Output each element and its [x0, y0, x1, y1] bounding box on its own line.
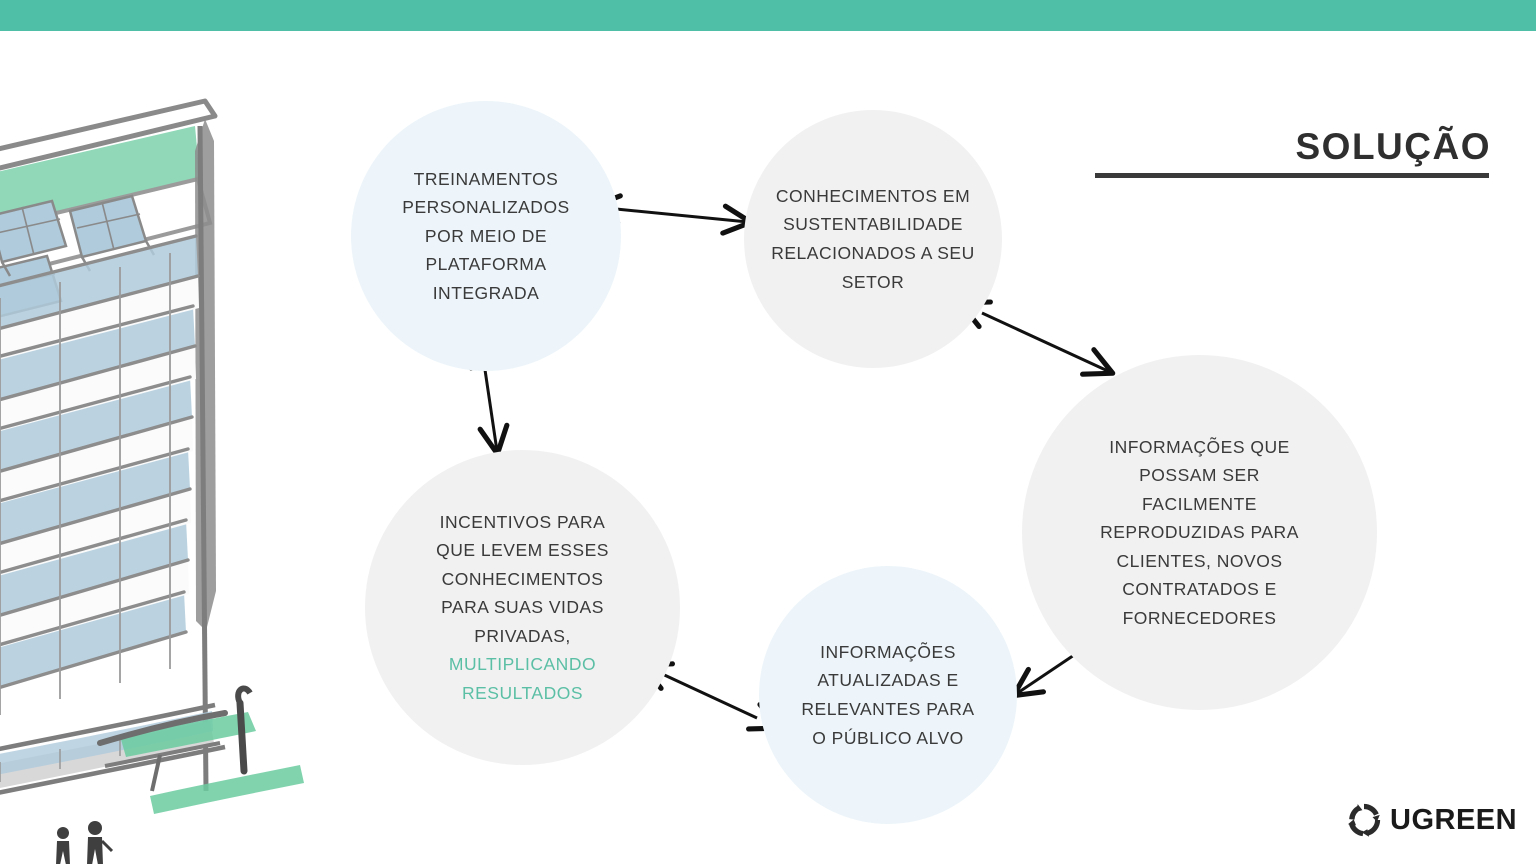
- diagram-node-informacoes-reproduzidas[interactable]: INFORMAÇÕES QUE POSSAM SER FACILMENTE RE…: [1022, 355, 1377, 710]
- title-underline-rule: [1095, 172, 1489, 178]
- title-block: SOLUÇÃO: [1095, 126, 1495, 178]
- node-5-highlight-line-2: RESULTADOS: [461, 682, 584, 703]
- diagram-node-incentivos[interactable]: INCENTIVOS PARA QUE LEVEM ESSES CONHECIM…: [365, 450, 680, 765]
- green-building-illustration: [0, 98, 304, 864]
- logo-wordmark: UGREEN: [1390, 803, 1518, 836]
- brand-logo: UGREEN: [1345, 796, 1518, 844]
- node-5-highlight-line-1: MULTIPLICANDO: [448, 654, 597, 675]
- node-1-text: TREINAMENTOS PERSONALIZADOS POR MEIO DE …: [402, 168, 570, 303]
- connector-node2-node3: [957, 299, 1116, 377]
- top-accent-bar: [0, 0, 1536, 31]
- diagram-node-treinamentos[interactable]: TREINAMENTOS PERSONALIZADOS POR MEIO DE …: [351, 101, 621, 371]
- diagram-node-conhecimentos[interactable]: CONHECIMENTOS EM SUSTENTABILIDADE RELACI…: [744, 110, 1002, 368]
- node-4-text: INFORMAÇÕES ATUALIZADAS E RELEVANTES PAR…: [801, 641, 975, 748]
- node-3-text: INFORMAÇÕES QUE POSSAM SER FACILMENTE RE…: [1100, 436, 1299, 628]
- recycle-ring-icon: [1347, 803, 1381, 837]
- page-title: SOLUÇÃO: [1295, 126, 1491, 167]
- connector-node1-node2: [589, 193, 754, 236]
- diagram-node-informacoes-atualizadas[interactable]: INFORMAÇÕES ATUALIZADAS E RELEVANTES PAR…: [759, 566, 1017, 824]
- connector-node5-node1: [468, 336, 510, 457]
- node-2-text: CONHECIMENTOS EM SUSTENTABILIDADE RELACI…: [771, 185, 975, 292]
- node-5-text: INCENTIVOS PARA QUE LEVEM ESSES CONHECIM…: [436, 511, 609, 703]
